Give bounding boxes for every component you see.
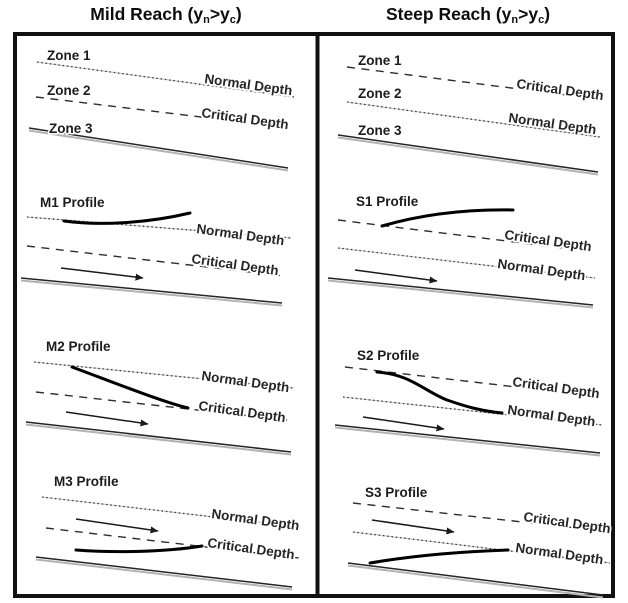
s3-profile-title: S3 Profile [365,485,428,500]
normal-depth-line [33,361,295,389]
zone-3-label: Zone 3 [358,123,402,138]
critical-depth-label: Critical Depth [198,398,287,425]
critical-depth-label: Critical Depth [523,509,612,536]
m3-profile-title: M3 Profile [54,474,119,489]
m1-profile-title: M1 Profile [40,195,105,210]
bed-line-shadow [327,279,594,309]
normal-depth-line [337,247,596,279]
normal-depth-line-base [346,101,601,138]
bed-line-shadow [347,564,604,599]
outer-border [13,32,615,598]
channel-bed-line [334,424,601,454]
critical-depth-label: Critical Depth [516,76,605,103]
bed-line-shadow [25,423,292,456]
normal-depth-label: Normal Depth [211,506,301,533]
normal-depth-label: Normal Depth [515,540,605,567]
flow-direction-arrow [75,518,159,534]
zone-3-label: Zone 3 [49,121,93,136]
critical-depth-line [35,391,288,421]
s3-water-surface-curve [368,548,510,565]
normal-depth-line [352,531,611,564]
flow-direction-arrow [60,267,144,281]
m3-profile-section: M3 Profile Normal Depth Critical Depth [35,473,302,591]
channel-bed-line [337,134,599,173]
m1-water-surface-curve [62,211,192,225]
steep-zone-section: Zone 1 Zone 2 Zone 3 Critical Depth Norm… [337,52,606,176]
flow-direction-arrow [354,269,438,284]
bed-line-shadow [35,558,293,591]
flow-direction-arrow [362,416,445,432]
mild-zone-section: Zone 1 Zone 2 Zone 3 Normal Depth Critic… [28,47,295,172]
normal-depth-label: Normal Depth [204,71,294,98]
normal-depth-label: Normal Depth [508,110,598,137]
normal-depth-line [41,496,301,528]
normal-depth-label: Normal Depth [497,256,587,283]
channel-bed-line [35,556,293,588]
steep-reach-title: Steep Reach (yn>yc) [386,4,550,26]
channel-bed-line [327,277,594,306]
bed-line-shadow [337,136,599,176]
zone-1-label: Zone 1 [47,48,91,63]
channel-bed-line [20,277,283,304]
normal-depth-label: Normal Depth [201,368,291,395]
zone-2-label: Zone 2 [47,83,91,98]
s1-water-surface-curve [380,208,515,228]
bed-line-shadow [334,426,601,457]
m2-profile-title: M2 Profile [46,339,111,354]
mild-panel: Zone 1 Zone 2 Zone 3 Normal Depth Critic… [20,47,302,591]
s1-profile-section: S1 Profile Critical Depth Normal Depth [327,193,596,309]
s3-profile-section: S3 Profile Critical Depth Normal Depth [347,484,613,599]
flow-direction-arrow [371,519,455,535]
s1-profile-title: S1 Profile [356,194,419,209]
normal-depth-label: Normal Depth [507,402,597,429]
critical-depth-label: Critical Depth [512,374,601,401]
normal-depth-line [342,396,603,426]
bed-line-shadow [28,129,289,172]
m2-water-surface-curve [70,365,190,410]
critical-depth-label: Critical Depth [504,227,593,254]
m2-profile-section: M2 Profile Normal Depth Critical Depth [25,338,295,456]
s2-profile-title: S2 Profile [357,348,420,363]
steep-panel: Zone 1 Zone 2 Zone 3 Critical Depth Norm… [327,52,613,599]
critical-depth-label: Critical Depth [207,535,296,562]
zone-1-label: Zone 1 [358,53,402,68]
channel-bed-line [28,127,289,169]
critical-depth-label: Critical Depth [191,251,280,278]
s2-water-surface-curve [375,370,504,415]
mild-reach-title: Mild Reach (yn>yc) [90,4,241,26]
zone-2-label: Zone 2 [358,86,402,101]
normal-depth-line [36,61,295,98]
flow-direction-arrow [65,411,149,427]
m1-profile-section: M1 Profile Normal Depth Critical Depth [20,194,292,307]
bed-line-shadow [20,279,283,307]
channel-bed-line [347,562,604,596]
channel-bed-line [25,421,292,453]
critical-depth-label: Critical Depth [201,105,290,132]
s2-profile-section: S2 Profile Critical Depth Normal Depth [334,347,603,457]
m3-water-surface-curve [74,544,204,554]
normal-depth-label: Normal Depth [196,221,286,248]
